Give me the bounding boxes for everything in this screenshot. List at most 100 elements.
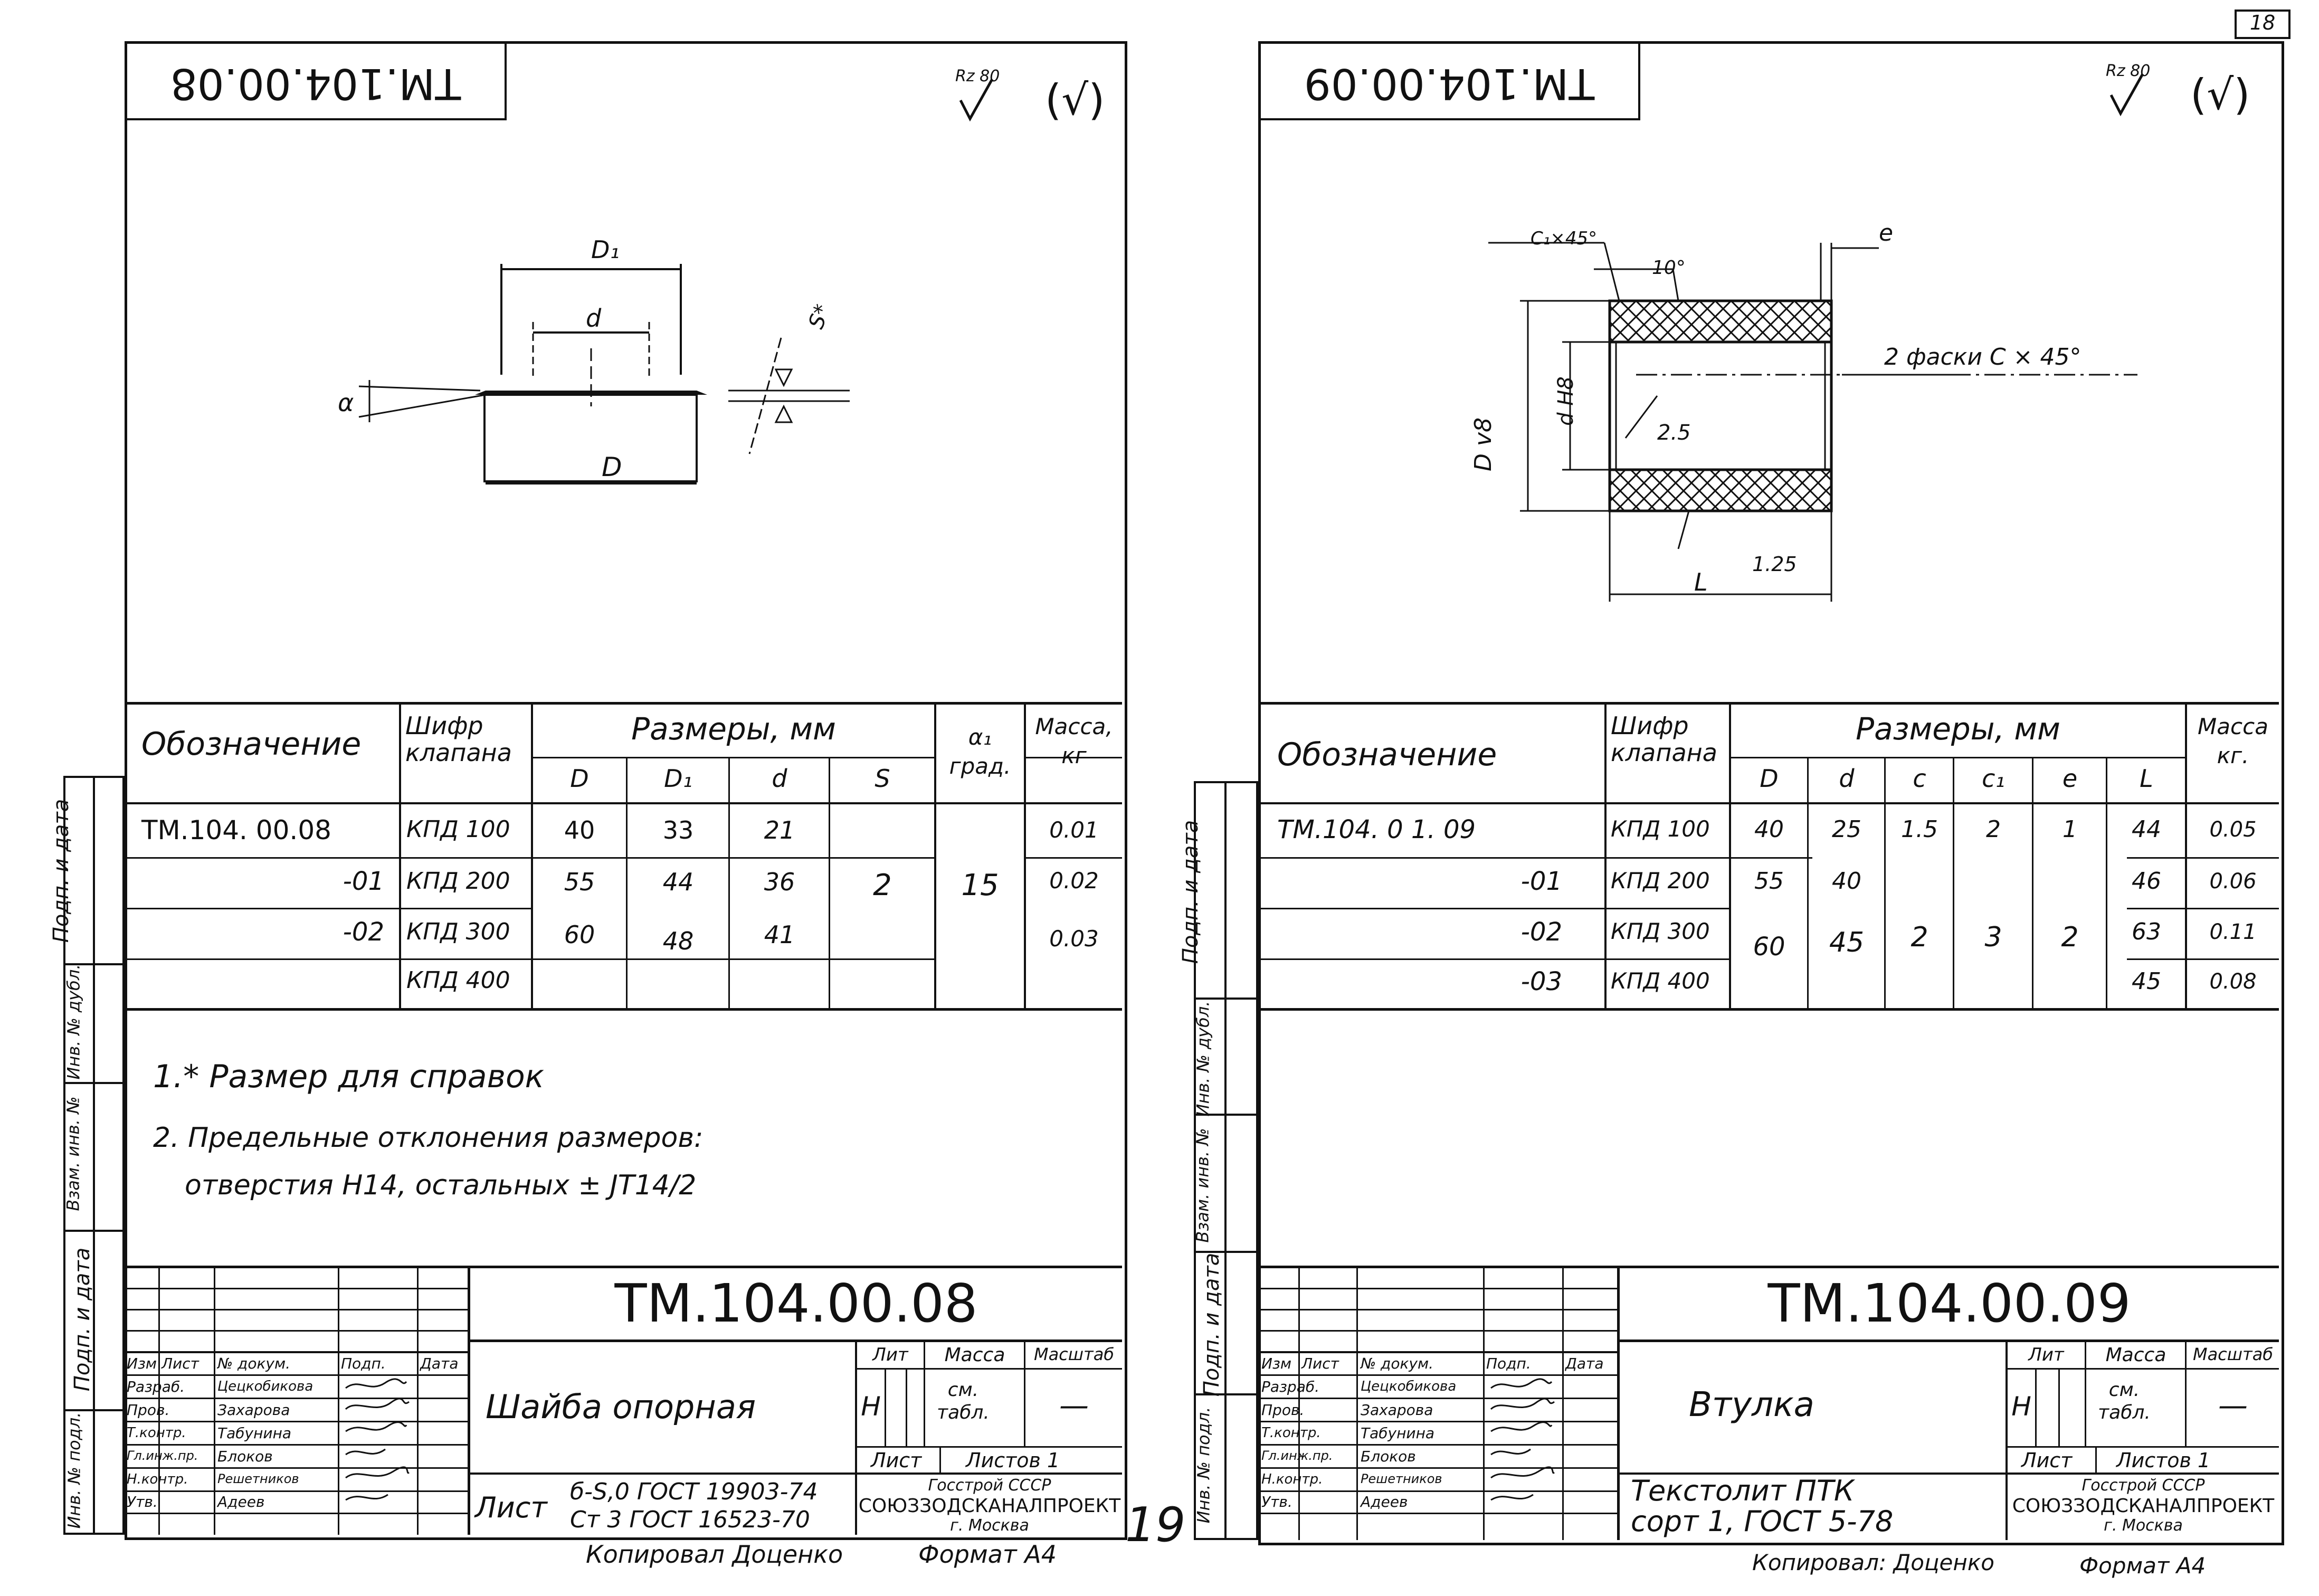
left-sheet <box>125 41 1127 1540</box>
right-th-designation: Обозначение <box>1277 736 1497 773</box>
left-sub-D1: D₁ <box>664 764 692 793</box>
right-sub-d: d <box>1839 764 1855 793</box>
left-tb-sheet: Лист <box>871 1449 922 1472</box>
left-th-designation: Обозначение <box>141 726 362 763</box>
left-sign-r1-name: Цецкобикова <box>217 1379 313 1394</box>
left-strip-label-1: Подп. и дата <box>49 799 74 943</box>
page-number: 18 <box>2249 11 2276 34</box>
left-sign-r1: Разраб. <box>127 1378 185 1395</box>
right-row1-D: 40 <box>1754 816 1784 843</box>
washer-drawing <box>358 264 850 484</box>
right-dim-e: e <box>1879 220 1894 246</box>
right-sign-r4: Гл.инж.пр. <box>1261 1448 1333 1463</box>
right-dim-D: D v8 <box>1469 417 1497 471</box>
right-tb-material-1: Текстолит ПТК <box>1631 1474 1855 1507</box>
right-row1-e: 1 <box>2063 816 2077 843</box>
left-row3-D: 60 <box>564 920 595 949</box>
right-top-code-box <box>1258 41 1640 120</box>
left-tb-code: ТМ.104.00.08 <box>614 1272 978 1334</box>
right-sign-h3: № докум. <box>1361 1355 1434 1372</box>
right-format: Формат А4 <box>2079 1553 2206 1579</box>
right-signatures <box>1490 1378 1555 1501</box>
right-row3-L: 63 <box>2132 918 2161 945</box>
right-row4-L: 45 <box>2132 968 2161 995</box>
left-row2-d: 36 <box>764 868 795 896</box>
left-tb-scale-val: — <box>1059 1389 1089 1423</box>
right-sign-r1: Разраб. <box>1261 1378 1320 1395</box>
right-strip-label-3: Взам. инв. № <box>1192 1128 1213 1243</box>
left-tb-lit-val: Н <box>861 1391 881 1422</box>
right-sign-h5: Дата <box>1565 1355 1604 1372</box>
right-dim-r25: 2.5 <box>1657 421 1691 445</box>
right-merged-D: 60 <box>1753 932 1785 962</box>
right-row1-mass: 0.05 <box>2209 818 2257 842</box>
left-note-1: 1.* Размер для справок <box>153 1058 544 1095</box>
bushing-drawing <box>1488 242 2137 602</box>
dim-d: d <box>586 304 602 332</box>
left-strip-label-3: Взам. инв. № <box>63 1096 83 1211</box>
left-row2-code: КПД 200 <box>406 868 510 895</box>
right-copied: Копировал: Доценко <box>1752 1550 1994 1575</box>
right-row2-code: КПД 200 <box>1611 868 1710 894</box>
left-sign-h1: Изм <box>127 1355 157 1372</box>
left-tb-org1: Госстрой СССР <box>928 1476 1051 1495</box>
right-sub-e: e <box>2062 764 2078 793</box>
dim-D: D <box>602 452 622 482</box>
left-row1-mass: 0.01 <box>1049 817 1099 843</box>
left-sign-r4: Гл.инж.пр. <box>127 1448 198 1463</box>
right-tb-code: ТМ.104.00.09 <box>1767 1272 2131 1334</box>
left-sign-r3: Т.контр. <box>127 1425 186 1441</box>
right-sign-h1: Изм <box>1261 1355 1291 1372</box>
left-tb-name: Шайба опорная <box>486 1388 756 1426</box>
right-sign-r5-name: Решетников <box>1361 1471 1442 1486</box>
roughness-check-icon <box>959 78 994 122</box>
page-number-box <box>2235 10 2291 39</box>
left-signatures <box>345 1378 410 1501</box>
right-th-code: Шифр клапана <box>1611 711 1717 767</box>
right-tb-sheets: Листов 1 <box>2116 1449 2211 1472</box>
left-row1-D: 40 <box>564 816 595 844</box>
right-sub-L: L <box>2140 764 2153 793</box>
right-row2-designation: -01 <box>1520 867 1562 896</box>
right-row4-designation: -03 <box>1520 967 1562 996</box>
right-row1-L: 44 <box>2132 816 2161 843</box>
right-row1-designation: ТМ.104. 0 1. 09 <box>1277 815 1476 844</box>
right-dim-chamfer: 2 фаски C × 45° <box>1884 344 2082 370</box>
left-sign-h3: № докум. <box>217 1355 291 1372</box>
left-tb-material-label: Лист <box>475 1491 547 1524</box>
right-row1-code: КПД 100 <box>1611 816 1710 842</box>
roughness-check-icon-right <box>2109 73 2144 117</box>
right-tb-org1: Госстрой СССР <box>2082 1476 2205 1495</box>
left-tb-org2: СОЮЗЗОДСКАНАЛПРОЕКТ <box>858 1495 1121 1517</box>
left-tb-material-1: б-S,0 ГОСТ 19903-74 <box>570 1478 818 1505</box>
right-dim-r125: 1.25 <box>1752 553 1797 576</box>
left-sign-r2-name: Захарова <box>217 1401 290 1419</box>
right-sign-h4: Подп. <box>1486 1355 1531 1372</box>
left-row3-designation: -02 <box>343 917 384 947</box>
left-sub-d: d <box>772 764 787 793</box>
right-sign-r3: Т.контр. <box>1261 1425 1321 1441</box>
left-sign-r4-name: Блоков <box>217 1448 273 1465</box>
right-sub-c1: c₁ <box>1982 764 2005 793</box>
dim-D1: D₁ <box>591 235 620 264</box>
right-tb-mass-val: см. табл. <box>2098 1379 2151 1424</box>
left-top-code: ТМ.104.00.08 <box>170 59 461 108</box>
right-merged-e: 2 <box>2061 922 2079 953</box>
right-row1-c: 1.5 <box>1901 816 1938 843</box>
left-copied: Копировал Доценко <box>586 1540 843 1569</box>
right-th-sizes: Размеры, мм <box>1856 711 2060 747</box>
left-th-alpha: α₁ град. <box>949 724 1011 779</box>
left-tb-org3: г. Москва <box>950 1516 1029 1535</box>
right-tb-material-2: сорт 1, ГОСТ 5-78 <box>1631 1505 1894 1538</box>
left-row3-mass: 0.03 <box>1049 926 1099 952</box>
right-tb-name: Втулка <box>1689 1385 1814 1424</box>
left-sign-r6-name: Адеев <box>217 1493 265 1510</box>
right-row2-L: 46 <box>2132 868 2161 895</box>
left-row1-d: 21 <box>764 816 795 844</box>
right-row2-d: 40 <box>1832 868 1861 895</box>
left-row4-code: КПД 400 <box>406 967 510 994</box>
right-row4-mass: 0.08 <box>2209 970 2257 994</box>
left-strip-label-4: Подп. и дата <box>70 1247 95 1392</box>
left-sign-r3-name: Табунина <box>217 1424 292 1442</box>
left-sign-h4: Подп. <box>341 1355 386 1372</box>
